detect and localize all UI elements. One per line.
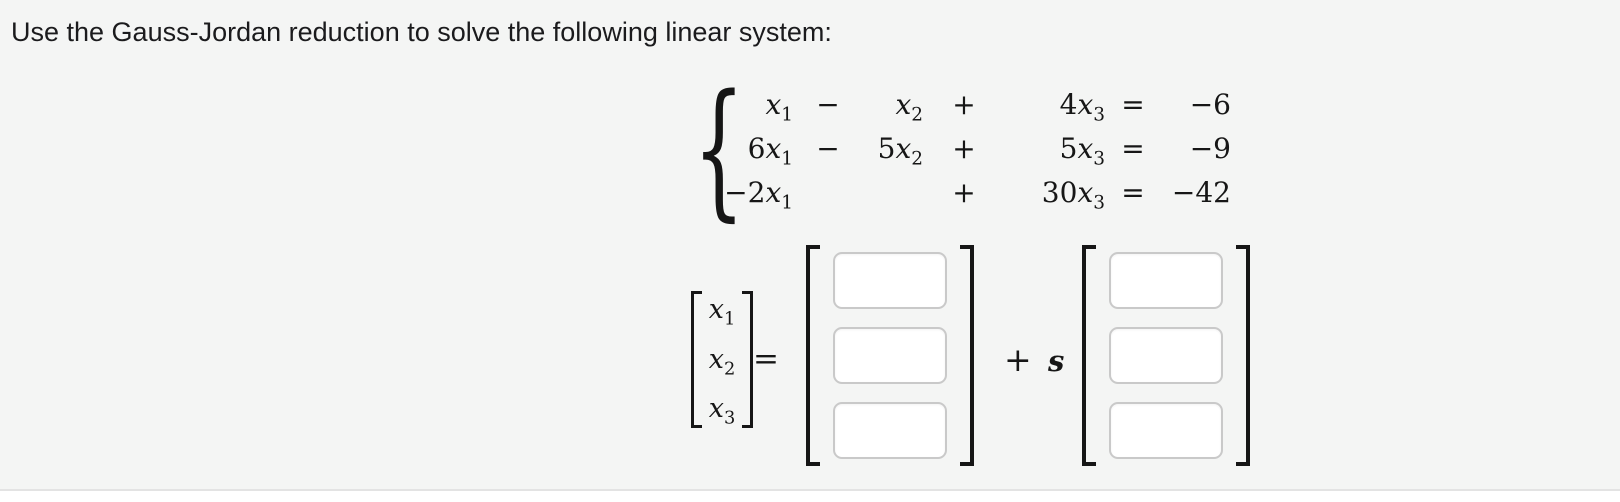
eq2-term1: 6x1 (747, 132, 793, 170)
particular-right-bracket (960, 245, 974, 466)
x-vector-entries: x1 x2 x3 (702, 291, 742, 428)
eq3-equals: = (1121, 176, 1145, 209)
x-vector-entry-1: x1 (708, 294, 736, 330)
system-brace: { (693, 63, 745, 235)
problem-statement: Use the Gauss-Jordan reduction to solve … (11, 17, 832, 47)
eq1-term3: 4x3 (1059, 88, 1105, 126)
equals-sign: = (753, 341, 779, 377)
particular-entry-1-input[interactable] (833, 252, 947, 309)
eq1-term1: x1 (765, 88, 793, 126)
x-vector-entry-3: x3 (708, 393, 736, 429)
eq2-op2: + (952, 132, 976, 165)
direction-entry-3-input[interactable] (1109, 402, 1223, 459)
x-vector-right-bracket (742, 291, 753, 428)
x-vector-entry-2: x2 (708, 343, 736, 379)
particular-vector-matrix (806, 245, 974, 466)
eq3-op1 (799, 171, 857, 215)
particular-inputs-column (820, 245, 960, 466)
eq1-rhs: −6 (1189, 88, 1231, 121)
eq2-equals: = (1121, 132, 1145, 165)
eq1-term2: x2 (895, 88, 923, 126)
footer-strip (0, 491, 1620, 502)
direction-entry-1-input[interactable] (1109, 252, 1223, 309)
linear-system: { x1 − x2 + 4x3 = −6 6x1 − 5x2 + 5x3 = −… (693, 73, 1231, 225)
direction-inputs-column (1096, 245, 1236, 466)
eq3-term3: 30x3 (1041, 176, 1105, 214)
eq3-term1: −2x1 (724, 176, 793, 214)
x-vector-left-bracket (691, 291, 702, 428)
particular-entry-3-input[interactable] (833, 402, 947, 459)
eq2-rhs: −9 (1189, 132, 1231, 165)
direction-right-bracket (1236, 245, 1250, 466)
plus-sign: + (1004, 340, 1032, 379)
eq2-op1: − (816, 132, 840, 165)
eq2-term3: 5x3 (1059, 132, 1105, 170)
direction-vector-matrix (1082, 245, 1250, 466)
parameter-s: s (1048, 344, 1065, 378)
eq3-op2: + (952, 176, 976, 209)
equation-grid: x1 − x2 + 4x3 = −6 6x1 − 5x2 + 5x3 = −9 … (719, 83, 1231, 215)
x-vector: x1 x2 x3 (691, 291, 753, 428)
eq2-term2: 5x2 (877, 132, 923, 170)
direction-entry-2-input[interactable] (1109, 327, 1223, 384)
eq1-op2: + (952, 88, 976, 121)
bottom-divider (0, 489, 1620, 491)
eq3-rhs: −42 (1171, 176, 1231, 209)
eq1-op1: − (816, 88, 840, 121)
direction-left-bracket (1082, 245, 1096, 466)
eq3-term2 (863, 171, 923, 215)
particular-left-bracket (806, 245, 820, 466)
eq1-equals: = (1121, 88, 1145, 121)
particular-entry-2-input[interactable] (833, 327, 947, 384)
